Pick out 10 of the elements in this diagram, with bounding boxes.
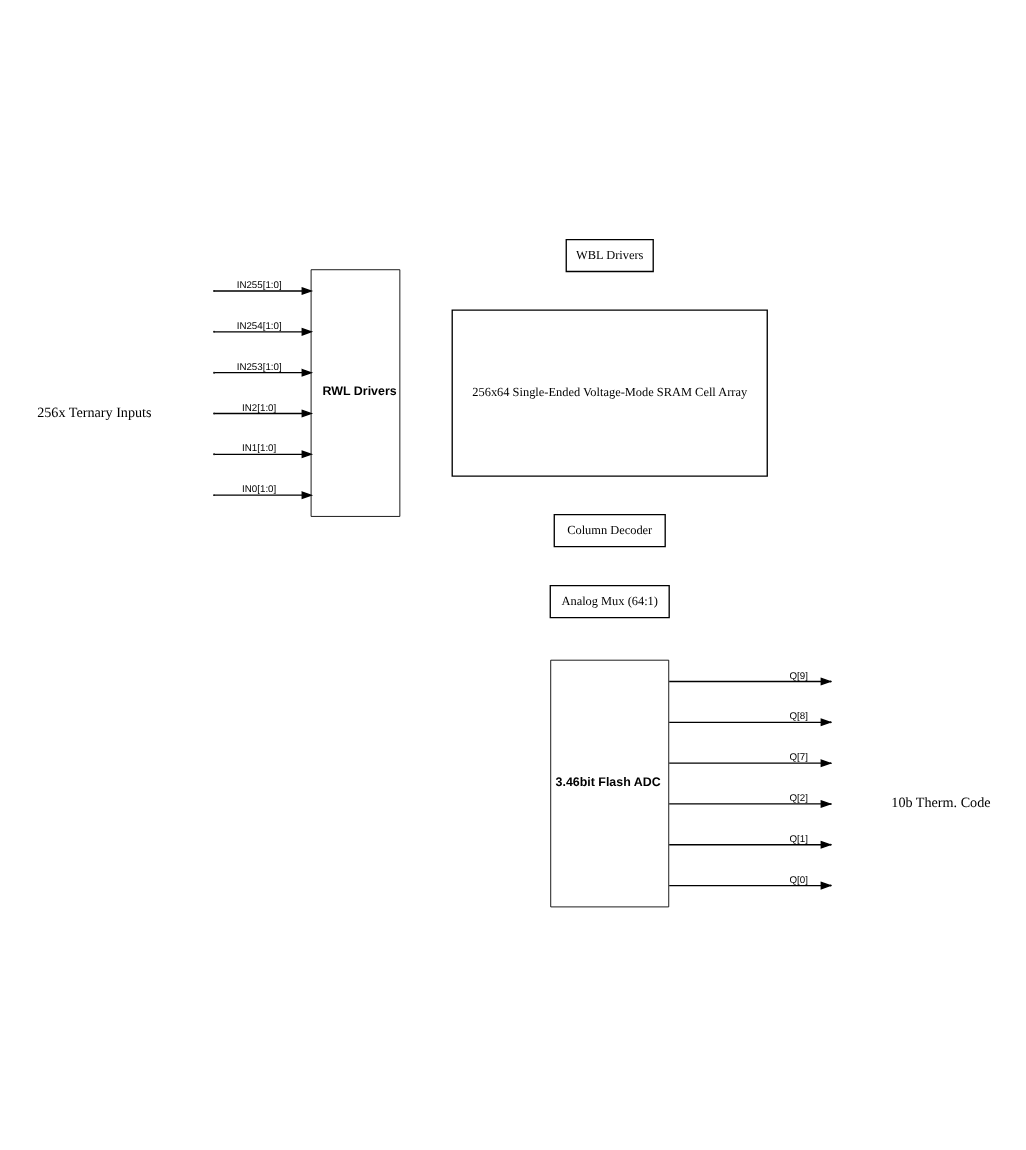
arrow xyxy=(668,718,833,727)
arrow xyxy=(668,799,833,808)
arrow xyxy=(668,677,833,686)
arrow xyxy=(668,840,833,849)
arrow xyxy=(213,368,314,377)
arrow xyxy=(213,286,314,296)
arrow xyxy=(668,881,833,890)
arrow xyxy=(213,450,314,459)
arrow xyxy=(213,409,314,418)
arrow xyxy=(668,759,833,768)
